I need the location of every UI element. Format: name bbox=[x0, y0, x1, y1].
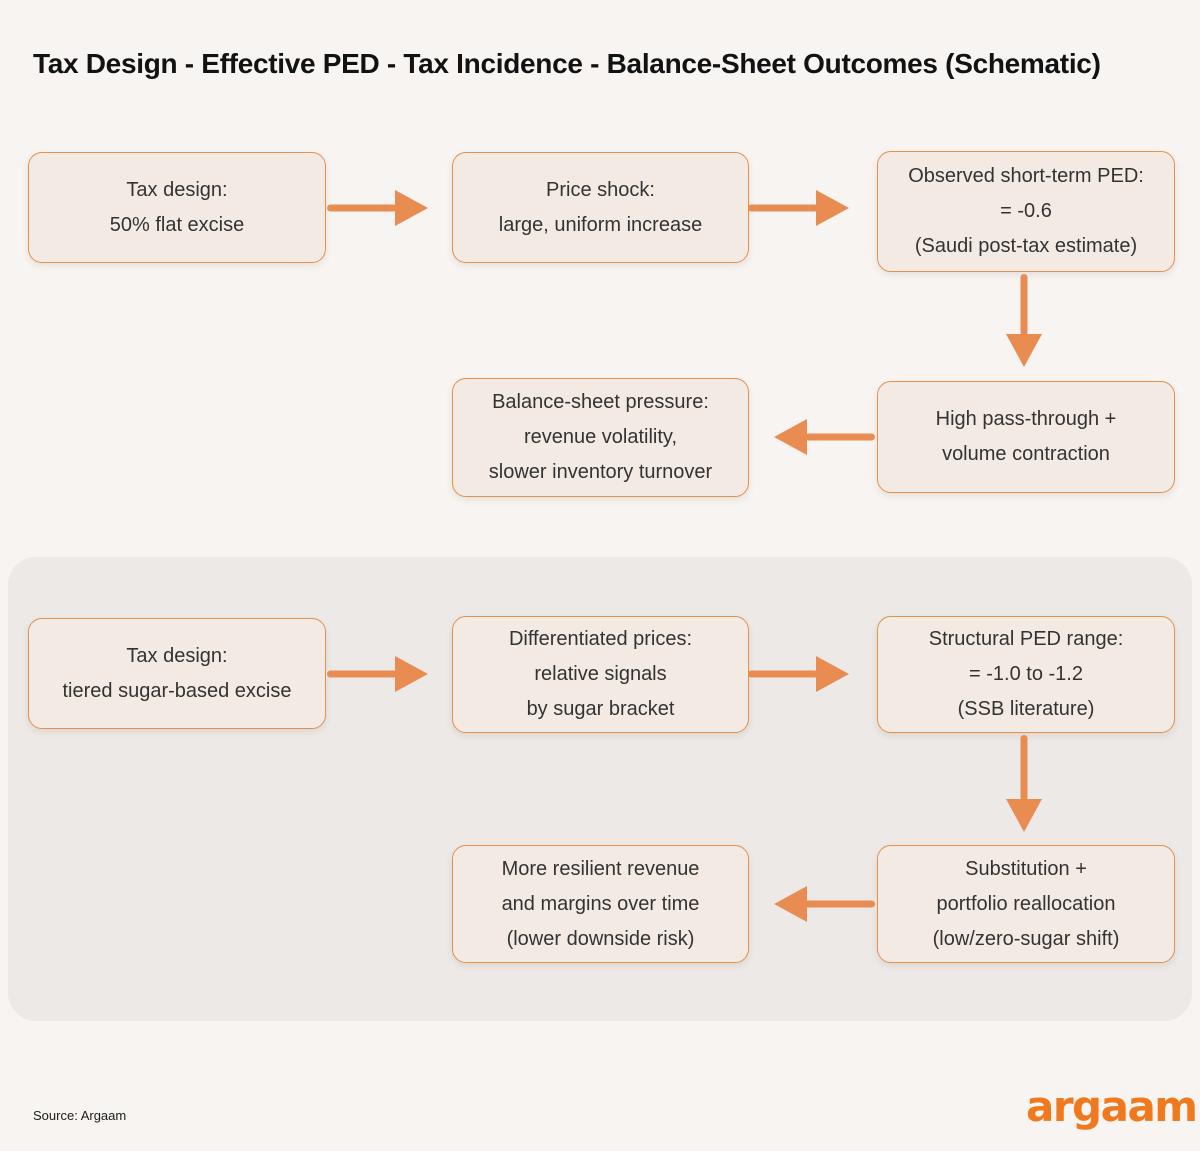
node-text-line: More resilient revenue bbox=[501, 857, 700, 880]
node-text-line: 50% flat excise bbox=[109, 213, 245, 236]
node-text-line: large, uniform increase bbox=[498, 213, 703, 236]
node-text-line: portfolio reallocation bbox=[936, 892, 1116, 915]
node-substitution: Substitution + portfolio reallocation (l… bbox=[877, 845, 1175, 963]
node-text-line: Tax design: bbox=[126, 178, 228, 201]
node-balance-sheet: Balance-sheet pressure: revenue volatili… bbox=[452, 378, 749, 497]
node-tax-design-tiered: Tax design: tiered sugar-based excise bbox=[28, 618, 326, 729]
node-observed-ped: Observed short-term PED: = -0.6 (Saudi p… bbox=[877, 151, 1175, 272]
node-tax-design-flat: Tax design: 50% flat excise bbox=[28, 152, 326, 263]
argaam-logo: argaam bbox=[1026, 1082, 1198, 1131]
node-text-line: (lower downside risk) bbox=[506, 927, 695, 950]
arrow-down-icon bbox=[1006, 735, 1042, 832]
node-text-line: Structural PED range: bbox=[928, 628, 1124, 650]
node-text-line: and margins over time bbox=[501, 892, 700, 915]
node-text-line: revenue volatility, bbox=[523, 426, 678, 448]
node-text-line: relative signals bbox=[534, 663, 667, 685]
arrow-down-icon bbox=[1006, 274, 1042, 367]
source-credit: Source: Argaam bbox=[33, 1108, 127, 1123]
node-price-shock: Price shock: large, uniform increase bbox=[452, 152, 749, 263]
page-title: Tax Design - Effective PED - Tax Inciden… bbox=[33, 48, 1101, 79]
arrow-right-icon bbox=[327, 656, 428, 692]
node-text-line: = -1.0 to -1.2 bbox=[969, 663, 1083, 685]
node-text-line: Price shock: bbox=[546, 178, 655, 201]
node-text-line: (Saudi post-tax estimate) bbox=[914, 235, 1138, 257]
node-text-line: (low/zero-sugar shift) bbox=[932, 927, 1120, 950]
node-text-line: volume contraction bbox=[942, 443, 1110, 465]
arrow-left-icon bbox=[774, 419, 875, 455]
node-text-line: High pass-through + bbox=[935, 408, 1117, 430]
node-pass-through: High pass-through + volume contraction bbox=[877, 381, 1175, 493]
node-structural-ped: Structural PED range: = -1.0 to -1.2 (SS… bbox=[877, 616, 1175, 733]
arrow-right-icon bbox=[748, 656, 849, 692]
arrow-right-icon bbox=[748, 190, 849, 226]
node-text-line: Substitution + bbox=[965, 857, 1087, 880]
node-text-line: Observed short-term PED: bbox=[908, 165, 1144, 187]
node-differentiated-prices: Differentiated prices: relative signals … bbox=[452, 616, 749, 733]
node-text-line: Tax design: bbox=[126, 644, 228, 667]
node-text-line: by sugar bracket bbox=[526, 698, 675, 720]
node-text-line: (SSB literature) bbox=[957, 698, 1095, 720]
node-text-line: Differentiated prices: bbox=[508, 628, 693, 650]
arrow-right-icon bbox=[327, 190, 428, 226]
node-text-line: slower inventory turnover bbox=[488, 461, 713, 483]
node-resilient-revenue: More resilient revenue and margins over … bbox=[452, 845, 749, 963]
node-text-line: = -0.6 bbox=[1000, 200, 1052, 222]
arrow-left-icon bbox=[774, 886, 875, 922]
node-text-line: Balance-sheet pressure: bbox=[492, 391, 709, 413]
node-text-line: tiered sugar-based excise bbox=[62, 679, 292, 702]
